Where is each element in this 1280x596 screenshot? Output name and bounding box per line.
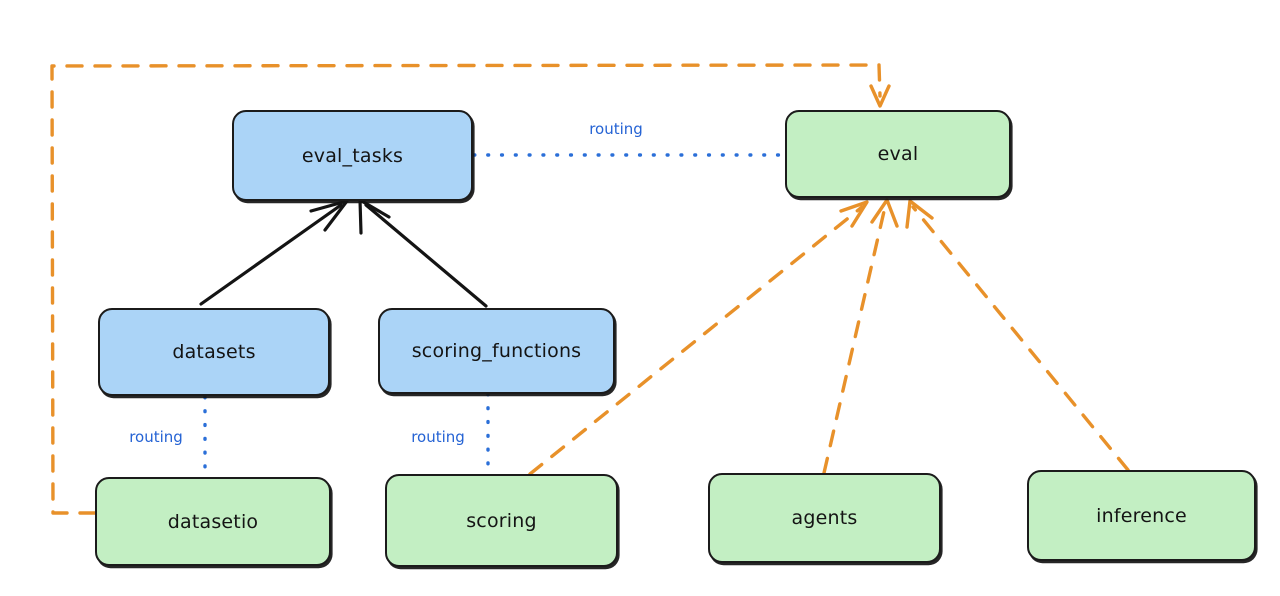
node-datasetio-label: datasetio — [167, 510, 259, 533]
node-datasets[interactable]: datasets — [98, 308, 330, 396]
node-agents-label: agents — [791, 507, 858, 529]
node-eval-tasks[interactable]: eval_tasks — [232, 110, 473, 201]
node-eval[interactable]: eval — [785, 110, 1011, 198]
node-inference[interactable]: inference — [1027, 470, 1256, 561]
node-eval-label: eval — [877, 143, 919, 165]
node-scoring-label: scoring — [466, 509, 537, 532]
node-scoring-functions[interactable]: scoring_functions — [378, 308, 615, 394]
edge-scoring-functions-to-eval-tasks — [358, 198, 488, 308]
node-scoring-functions-label: scoring_functions — [411, 340, 582, 362]
node-datasetio[interactable]: datasetio — [95, 477, 331, 566]
node-datasets-label: datasets — [172, 341, 256, 363]
edge-scoring-to-eval — [528, 200, 869, 476]
edge-inference-to-eval — [905, 199, 1130, 472]
edge-label-routing-datasets-datasetio: routing — [129, 428, 183, 446]
edge-label-routing-eval-tasks-eval: routing — [589, 120, 643, 138]
edge-datasets-to-eval-tasks — [199, 199, 349, 306]
node-eval-tasks-label: eval_tasks — [301, 144, 404, 167]
edge-label-routing-scoring-functions-scoring: routing — [411, 428, 465, 446]
edge-datasetio-to-eval — [50, 63, 891, 515]
edge-agents-to-eval — [822, 198, 899, 475]
node-scoring[interactable]: scoring — [385, 474, 618, 567]
node-inference-label: inference — [1096, 504, 1187, 527]
node-agents[interactable]: agents — [708, 473, 941, 563]
